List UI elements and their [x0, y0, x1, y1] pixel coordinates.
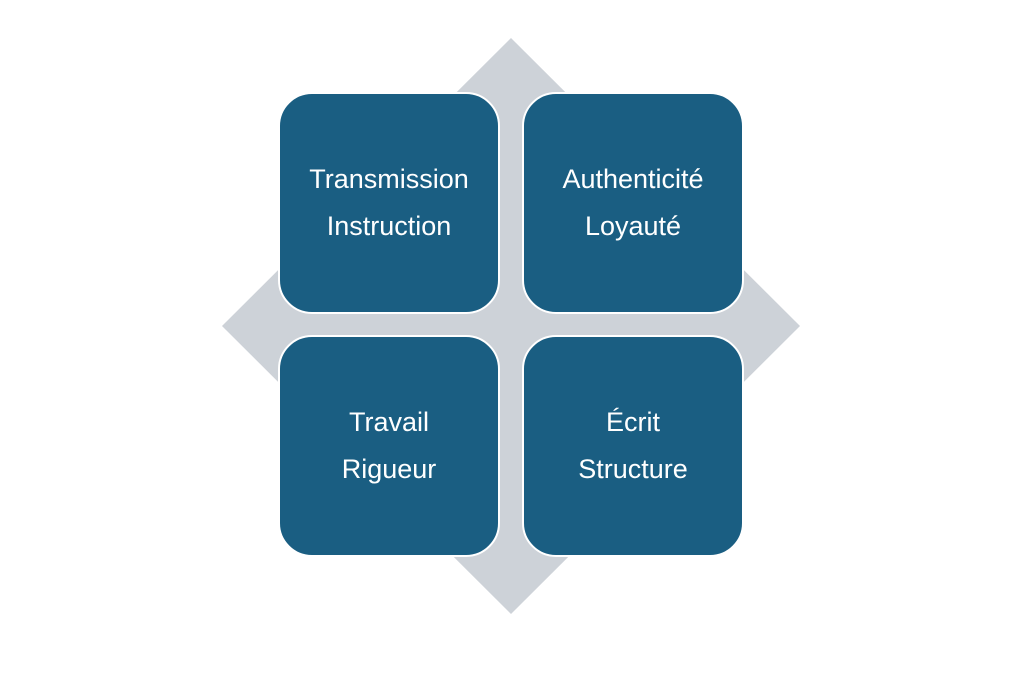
quadrant-top-right-line-2: Loyauté: [584, 211, 682, 241]
quadrant-bottom-left: Travail Rigueur: [278, 335, 500, 557]
quadrant-bottom-left-line-2: Rigueur: [341, 454, 437, 484]
quadrant-bottom-right-line-1: Écrit: [606, 407, 660, 437]
quadrant-top-right-line-1: Authenticité: [562, 164, 704, 194]
quadrant-top-left: Transmission Instruction: [278, 92, 500, 314]
quadrant-top-left-line-1: Transmission: [309, 164, 469, 194]
quadrant-bottom-right-line-2: Structure: [578, 454, 688, 484]
quadrant-top-left-line-2: Instruction: [326, 211, 452, 241]
quadrant-top-right: Authenticité Loyauté: [522, 92, 744, 314]
quadrant-bottom-right: Écrit Structure: [522, 335, 744, 557]
quadrant-bottom-left-line-1: Travail: [348, 407, 429, 437]
